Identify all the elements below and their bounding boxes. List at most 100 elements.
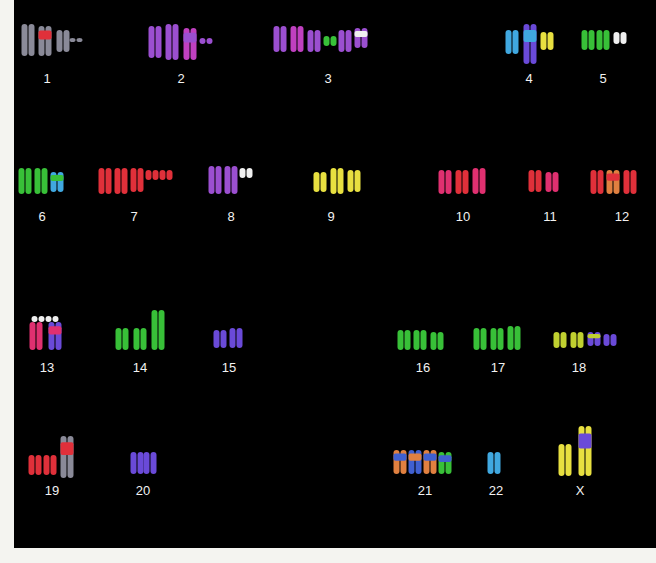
chromosome xyxy=(70,38,83,42)
chromatid xyxy=(230,328,236,348)
chromosome-band xyxy=(424,454,437,461)
chromosome xyxy=(348,170,361,192)
chromosome-band xyxy=(588,334,601,338)
chromosome xyxy=(184,28,197,60)
chromosome xyxy=(99,168,112,194)
chromosome-number: 16 xyxy=(416,360,430,375)
chromosome xyxy=(19,168,32,194)
chromatid xyxy=(480,168,486,194)
chromosome-band xyxy=(524,30,537,42)
chromosome xyxy=(214,330,227,348)
chromosome xyxy=(225,166,238,194)
chromatid xyxy=(405,330,411,350)
chromatid xyxy=(431,332,437,350)
chromatid xyxy=(232,166,238,194)
chromosome xyxy=(439,452,452,474)
chromosome xyxy=(166,24,179,60)
chromatid xyxy=(70,38,76,42)
chromatid xyxy=(298,26,304,52)
chromosome xyxy=(144,452,157,474)
chromatid xyxy=(463,170,469,194)
chromatid xyxy=(134,328,140,350)
chromatid xyxy=(221,330,227,348)
chromatid xyxy=(578,332,584,348)
chromatid xyxy=(57,30,63,52)
chromatid xyxy=(44,455,50,475)
chromosome-number: 15 xyxy=(222,360,236,375)
chromosome xyxy=(22,24,35,56)
chromosome xyxy=(308,30,321,52)
chromosome xyxy=(524,24,537,64)
chromatid xyxy=(631,170,637,194)
chromatid xyxy=(144,452,150,474)
chromosome-band xyxy=(51,175,64,181)
chromatid xyxy=(331,36,337,46)
chromatid xyxy=(77,38,83,42)
chromatid xyxy=(156,26,162,58)
chromosome xyxy=(398,330,411,350)
chromosome xyxy=(559,444,572,476)
chromosome xyxy=(588,332,601,346)
chromosome-number: 19 xyxy=(45,483,59,498)
chromosome xyxy=(240,168,253,178)
chromatid xyxy=(421,330,427,350)
chromatid xyxy=(508,326,514,350)
chromatid xyxy=(439,170,445,194)
chromosome xyxy=(554,332,567,348)
chromatid xyxy=(22,24,28,56)
chromatid xyxy=(149,26,155,58)
chromosome-number: 7 xyxy=(130,209,137,224)
chromatid xyxy=(604,334,610,346)
chromosome xyxy=(149,26,162,58)
chromosome xyxy=(474,328,487,350)
chromosome xyxy=(39,26,52,56)
chromosome-band xyxy=(394,454,407,461)
chromatid xyxy=(247,168,253,178)
chromosome-number: 10 xyxy=(456,209,470,224)
chromatid xyxy=(26,168,32,194)
chromosome xyxy=(291,26,304,52)
chromatid xyxy=(589,30,595,50)
chromosome xyxy=(546,172,559,192)
chromosome xyxy=(624,170,637,194)
chromosome xyxy=(49,322,62,350)
chromatid xyxy=(541,32,547,50)
chromatid xyxy=(51,455,57,475)
chromosome-number: 9 xyxy=(327,209,334,224)
chromatid xyxy=(624,170,630,194)
chromosome-number: 3 xyxy=(324,71,331,86)
chromatid xyxy=(138,452,144,474)
chromatid xyxy=(35,168,41,194)
chromosome-band xyxy=(39,31,52,40)
chromosome-number: 5 xyxy=(599,71,606,86)
chromatid xyxy=(546,172,552,192)
chromosome xyxy=(424,450,437,474)
chromatid xyxy=(225,166,231,194)
chromatid xyxy=(621,32,627,44)
chromatid xyxy=(153,170,159,180)
chromatid xyxy=(348,170,354,192)
chromatid xyxy=(488,452,494,474)
chromosome xyxy=(331,168,344,194)
chromosome xyxy=(131,168,144,192)
chromosome xyxy=(604,334,617,346)
chromatid xyxy=(515,326,521,350)
chromosome xyxy=(146,170,159,180)
chromatid xyxy=(29,24,35,56)
chromatid xyxy=(131,452,137,474)
chromatid xyxy=(506,30,512,54)
chromosome-number: 21 xyxy=(418,483,432,498)
chromosome-band xyxy=(61,442,74,455)
chromatid xyxy=(398,330,404,350)
chromatid xyxy=(116,328,122,350)
chromatid xyxy=(214,330,220,348)
chromatid xyxy=(30,322,36,350)
chromosome xyxy=(439,170,452,194)
chromosome xyxy=(431,332,444,350)
chromatid xyxy=(481,328,487,350)
chromatid xyxy=(324,36,330,46)
chromosome xyxy=(131,452,144,474)
chromatid xyxy=(598,170,604,194)
chromosome xyxy=(456,170,469,194)
